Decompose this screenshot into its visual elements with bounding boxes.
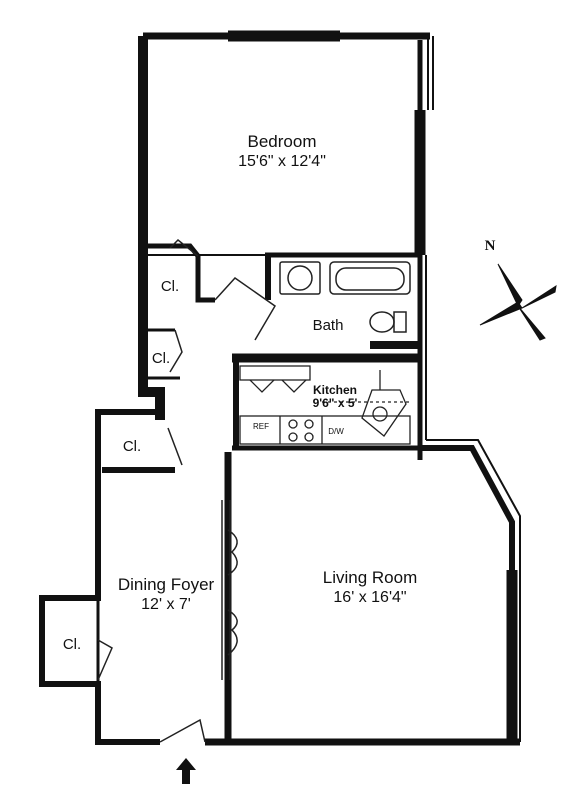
dishwasher-label: D/W <box>328 427 344 436</box>
kitchen-label: Kitchen 9'6" x 5' <box>300 384 370 410</box>
living-room-name: Living Room <box>322 568 418 587</box>
bedroom-label: Bedroom 15'6" x 12'4" <box>212 132 352 172</box>
closet-label-hall: Cl. <box>151 350 171 367</box>
exterior-walls <box>39 30 521 746</box>
dining-foyer-label: Dining Foyer 12' x 7' <box>106 575 226 615</box>
refrigerator-label: REF <box>253 422 269 431</box>
interior-walls <box>96 243 420 742</box>
bedroom-name: Bedroom <box>247 132 317 151</box>
bath-name: Bath <box>312 317 344 334</box>
closet-label-lower: Cl. <box>62 636 82 653</box>
living-room-label: Living Room 16' x 16'4" <box>300 568 440 608</box>
kitchen-fixtures <box>239 365 411 445</box>
bedroom-dimensions: 15'6" x 12'4" <box>238 153 326 170</box>
bath-fixtures <box>279 261 411 333</box>
kitchen-dimensions: 9'6" x 5' <box>312 396 358 410</box>
kitchen-name: Kitchen <box>312 383 357 397</box>
doors <box>97 238 276 743</box>
compass-rose-icon <box>479 263 557 341</box>
living-room-dimensions: 16' x 16'4" <box>333 589 407 606</box>
dining-foyer-dimensions: 12' x 7' <box>141 596 191 613</box>
entrance-arrow-icon <box>176 758 196 784</box>
closet-label-foyer: Cl. <box>122 438 142 455</box>
compass-north-label: N <box>484 238 496 254</box>
closet-label-bedroom: Cl. <box>160 278 180 295</box>
dining-foyer-name: Dining Foyer <box>117 575 215 594</box>
